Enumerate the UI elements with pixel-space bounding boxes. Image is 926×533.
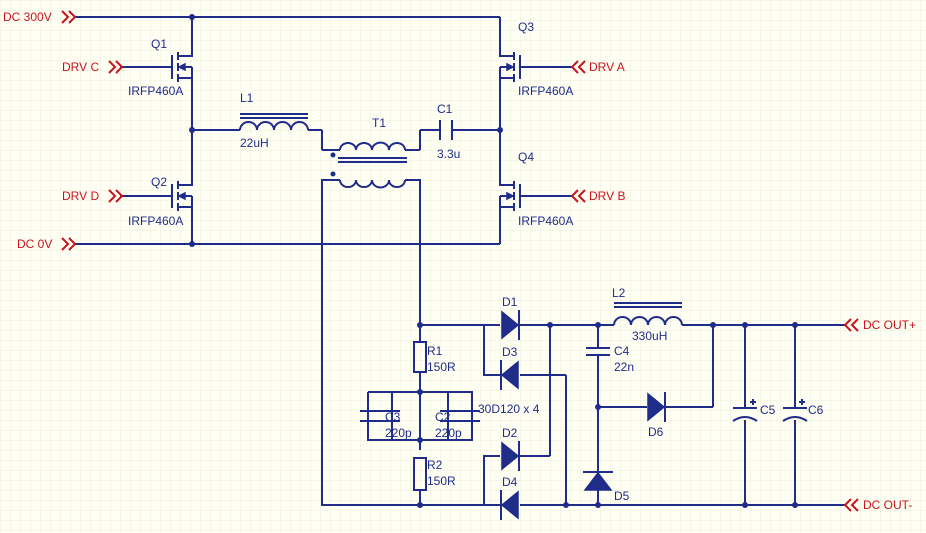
secondary-junctions (417, 322, 798, 508)
secondary-wires (321, 179, 845, 506)
capacitor-c5 (732, 399, 758, 422)
diode-d2 (501, 441, 520, 471)
port-label-dc300v: DC 300V (3, 10, 52, 24)
mosfet-q1 (171, 52, 193, 85)
diode-d5 (583, 471, 613, 491)
capacitor-c1 (439, 120, 453, 140)
port-chevron-dc0v (61, 237, 77, 251)
t1-ref: T1 (372, 116, 386, 130)
resistor-r1 (413, 341, 427, 373)
c1-ref: C1 (437, 102, 453, 116)
c3-value: 220p (385, 426, 412, 440)
d1-ref: D1 (502, 295, 518, 309)
r2-value: 150R (427, 474, 456, 488)
capacitor-c4 (586, 347, 610, 356)
l1-ref: L1 (240, 91, 254, 105)
port-chevron-dc-out-minus (843, 498, 859, 512)
port-chevron-drv-d (108, 189, 124, 203)
d5-ref: D5 (614, 489, 630, 503)
mosfet-q2 (171, 180, 193, 212)
d4-ref: D4 (502, 475, 518, 489)
r1-ref: R1 (427, 344, 443, 358)
port-label-drv-d: DRV D (62, 189, 99, 203)
mosfet-q3 (499, 52, 521, 85)
c1-value: 3.3u (437, 147, 460, 161)
capacitor-c3 (360, 410, 400, 422)
capacitor-c2 (440, 410, 480, 422)
inductor-l1 (239, 113, 309, 131)
capacitor-c6 (782, 399, 808, 422)
diodes-note: 30D120 x 4 (478, 402, 540, 416)
port-chevron-drv-c (108, 60, 124, 74)
port-chevron-dc-out-plus (843, 318, 859, 332)
q1-ref: Q1 (151, 37, 167, 51)
q4-value: IRFP460A (518, 214, 573, 228)
q1-value: IRFP460A (128, 84, 183, 98)
port-chevron-drv-b (570, 189, 586, 203)
l1-value: 22uH (240, 136, 269, 150)
c2-value: 220p (435, 426, 462, 440)
diode-d3 (500, 360, 519, 390)
q4-ref: Q4 (518, 150, 534, 164)
c4-value: 22n (614, 360, 634, 374)
diode-d1 (501, 310, 520, 340)
inductor-l2 (613, 302, 683, 326)
port-label-drv-c: DRV C (62, 60, 99, 74)
port-label-drv-a: DRV A (589, 60, 625, 74)
r2-ref: R2 (427, 458, 443, 472)
c6-ref: C6 (808, 403, 824, 417)
port-chevron-dc300v (61, 10, 77, 24)
d3-ref: D3 (502, 345, 518, 359)
primary-wires (75, 16, 572, 245)
c3-ref: C3 (385, 410, 401, 424)
l2-ref: L2 (612, 286, 626, 300)
port-label-drv-b: DRV B (589, 189, 625, 203)
primary-junctions (189, 14, 503, 247)
c5-ref: C5 (760, 403, 776, 417)
q3-value: IRFP460A (518, 84, 573, 98)
diode-d4 (500, 490, 519, 520)
resistor-r2 (413, 457, 427, 491)
port-chevron-drv-a (570, 60, 586, 74)
c4-ref: C4 (614, 344, 630, 358)
q2-ref: Q2 (151, 175, 167, 189)
l2-value: 330uH (632, 329, 667, 343)
mosfet-q4 (499, 180, 521, 212)
port-label-dc-out-plus: DC OUT+ (863, 318, 916, 332)
d2-ref: D2 (502, 426, 518, 440)
c2-ref: C2 (435, 410, 451, 424)
port-label-dc0v: DC 0V (17, 237, 52, 251)
transformer-t1 (330, 141, 407, 189)
q2-value: IRFP460A (128, 214, 183, 228)
diode-d6 (647, 392, 666, 422)
d6-ref: D6 (648, 425, 664, 439)
r1-value: 150R (427, 360, 456, 374)
q3-ref: Q3 (518, 20, 534, 34)
port-label-dc-out-minus: DC OUT- (863, 498, 912, 512)
